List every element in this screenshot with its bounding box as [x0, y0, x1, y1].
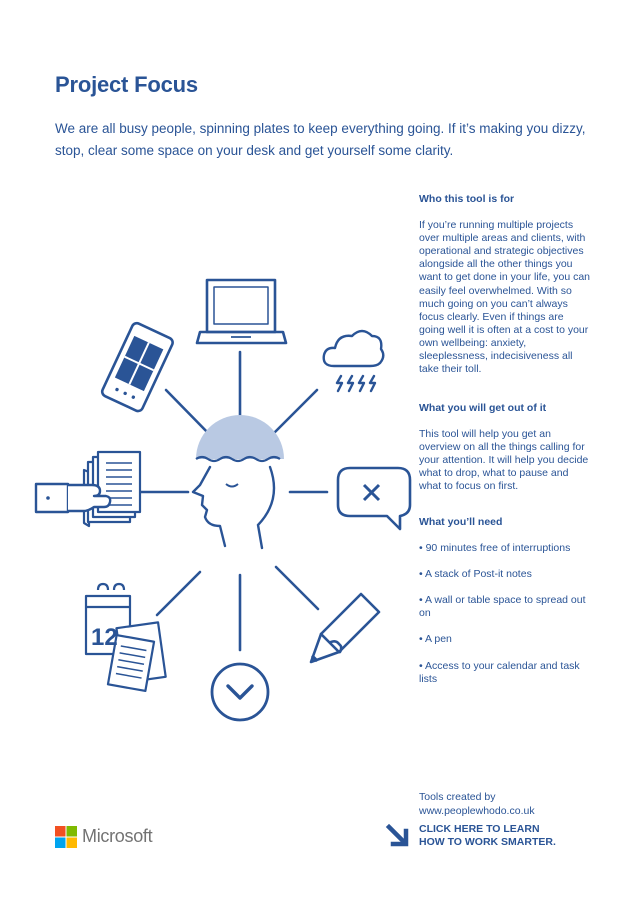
- section-need-heading: What you’ll need: [419, 516, 503, 528]
- section-get-heading: What you will get out of it: [419, 402, 547, 414]
- chevron-down-icon: [210, 662, 270, 722]
- need-list: • 90 minutes free of interruptions • A s…: [419, 542, 591, 686]
- ray-bottom-left: [155, 570, 202, 617]
- section-get: What you will get out of it This tool wi…: [419, 402, 591, 494]
- microsoft-logo-icon: [55, 826, 77, 848]
- phone-icon: [100, 321, 174, 413]
- credit-text: Tools created by www.peoplewhodo.co.uk: [419, 790, 535, 818]
- cta-line: CLICK HERE TO LEARN: [419, 823, 540, 835]
- section-need: What you’ll need • 90 minutes free of in…: [419, 516, 591, 699]
- cloud-rain-icon: [322, 329, 385, 393]
- close-icon: [336, 466, 412, 531]
- section-get-body: This tool will help you get an overview …: [419, 428, 589, 493]
- calendar-day: 12: [91, 624, 118, 651]
- list-item: • A stack of Post-it notes: [419, 568, 532, 581]
- ray-top-left: [164, 388, 214, 439]
- calendar-icon: 12: [84, 582, 167, 693]
- arrow-down-right-icon[interactable]: [385, 823, 411, 849]
- intro-text: We are all busy people, spinning plates …: [55, 121, 586, 158]
- list-item: • 90 minutes free of interruptions: [419, 542, 571, 555]
- section-who-body: If you’re running multiple projects over…: [419, 219, 591, 376]
- learn-more-link[interactable]: CLICK HERE TO LEARN HOW TO WORK SMARTER.: [419, 823, 589, 849]
- laptop-icon: [195, 278, 288, 345]
- section-who: Who this tool is for If you’re running m…: [419, 193, 591, 376]
- head-icon: [191, 415, 284, 550]
- credit-url[interactable]: www.peoplewhodo.co.uk: [419, 805, 535, 817]
- list-item: • A pen: [419, 633, 452, 646]
- pencil-icon: [309, 592, 381, 664]
- cta-line: HOW TO WORK SMARTER.: [419, 836, 556, 848]
- list-item: • A wall or table space to spread out on: [419, 594, 586, 620]
- page-title: Project Focus: [55, 72, 198, 97]
- list-item: • Access to your calendar and task lists: [419, 659, 580, 685]
- ray-top-right: [273, 388, 319, 434]
- credit-line: Tools created by: [419, 791, 496, 803]
- section-who-heading: Who this tool is for: [419, 193, 515, 205]
- ray-bottom-right: [274, 565, 320, 611]
- document-stack-icon: [34, 450, 142, 528]
- brand-name: Microsoft: [82, 826, 153, 846]
